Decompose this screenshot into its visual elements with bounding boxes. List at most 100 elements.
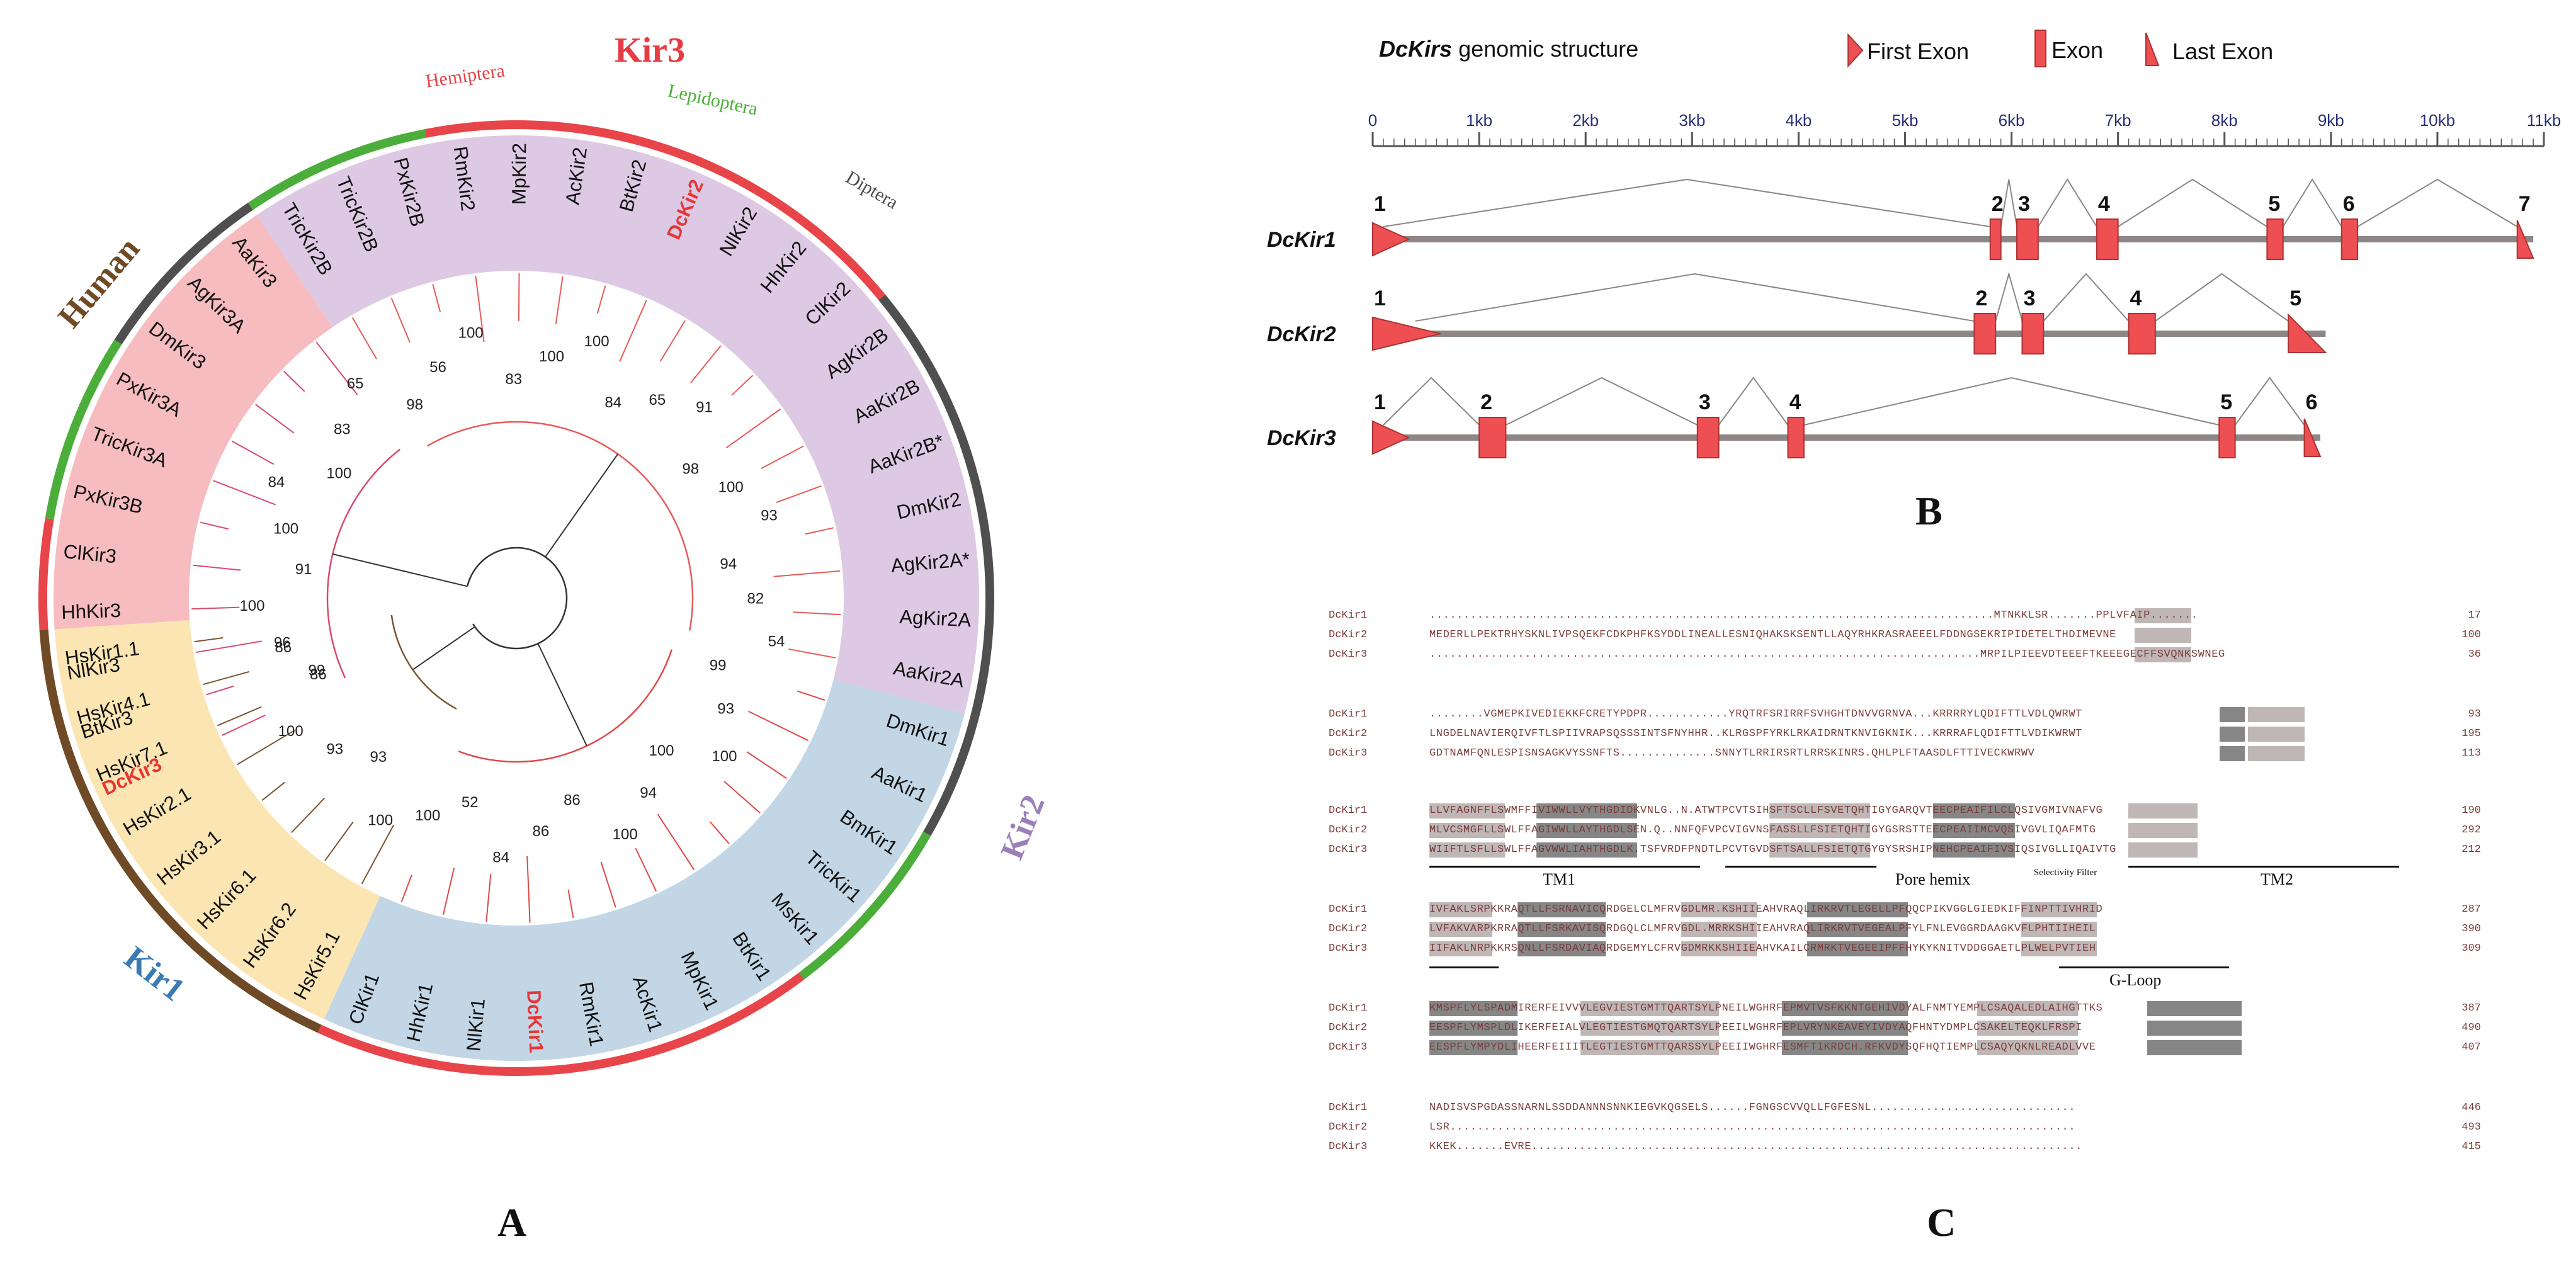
conservation-shading	[1807, 941, 1908, 956]
conservation-shading	[1807, 922, 1908, 937]
sequence-name: DcKir1	[1329, 1002, 1368, 1014]
bootstrap-value: 100	[273, 520, 298, 537]
intron-line	[1383, 178, 1990, 227]
sequence-name: DcKir1	[1329, 805, 1368, 817]
conservation-shading	[2135, 608, 2191, 623]
exon-number: 6	[2306, 390, 2318, 414]
exon-number: 4	[2130, 286, 2142, 310]
tree-branch	[390, 298, 411, 343]
sequence-name: DcKir1	[1329, 903, 1368, 915]
exon	[2128, 313, 2156, 354]
sequence-name: DcKir3	[1329, 1141, 1368, 1153]
scale-label: 10kb	[2420, 111, 2455, 130]
scale-label: 4kb	[1785, 111, 1812, 130]
tree-branch	[793, 611, 841, 616]
sequence-alignment: DcKir1..................................…	[1329, 598, 2550, 1177]
bootstrap-value: 98	[406, 397, 423, 414]
conservation-shading	[1429, 1040, 1518, 1055]
conservation-shading	[1429, 941, 1492, 956]
conservation-shading	[2128, 823, 2198, 838]
tree-internal-arc	[458, 649, 673, 763]
bootstrap-value: 91	[295, 561, 312, 578]
tree-branch	[196, 640, 262, 654]
sequence-name: DcKir2	[1329, 923, 1368, 935]
tree-branch	[200, 521, 229, 530]
conservation-shading	[1518, 902, 1606, 917]
conservation-shading	[1429, 823, 1505, 838]
sequence-name: DcKir1	[1329, 609, 1368, 621]
intron-line	[2118, 178, 2267, 227]
conservation-shading	[1580, 1021, 1719, 1036]
sequence-name: DcKir2	[1329, 824, 1368, 836]
conservation-shading	[1429, 842, 1505, 858]
sequence-name: DcKir3	[1329, 943, 1368, 954]
tree-branch	[657, 813, 695, 871]
conservation-shading	[2135, 647, 2191, 662]
bootstrap-value: 84	[492, 849, 509, 866]
gene-name: DcKir3	[1267, 426, 1336, 450]
conservation-shading	[2220, 746, 2245, 761]
conservation-shading	[2220, 727, 2245, 742]
bootstrap-value: 84	[268, 473, 285, 490]
gloop-label: G-Loop	[2109, 971, 2162, 989]
tree-branch	[475, 275, 485, 343]
leaf-label: NlKir1	[462, 997, 489, 1052]
bootstrap-value: 83	[334, 421, 351, 438]
order-arc-lepidoptera	[798, 831, 931, 980]
scale-label: 0	[1368, 111, 1377, 130]
sequence-residues: IIFAKLNRPKKRSQNLLFSRDAVIAQRDGEMYLCFRVGDM…	[1429, 943, 2096, 954]
panel-label-b: B	[1915, 489, 1943, 533]
bootstrap-value: 100	[458, 324, 484, 341]
tm2-bar	[2128, 866, 2399, 868]
exon-number: 6	[2343, 192, 2355, 216]
sequence-name: DcKir3	[1329, 747, 1368, 759]
exon-number: 1	[1374, 390, 1386, 414]
intron-line	[2282, 178, 2342, 227]
tree-branch	[805, 527, 834, 535]
tm1-bar	[1429, 866, 1700, 868]
tree-branch	[412, 626, 475, 671]
intron-line	[1383, 377, 1480, 426]
tree-branch	[193, 564, 241, 571]
residue-count: 113	[2461, 747, 2481, 759]
tree-branch	[773, 570, 841, 577]
conservation-shading	[1429, 902, 1492, 917]
bootstrap-value: 100	[718, 479, 744, 496]
intron-line	[2043, 273, 2130, 322]
scale-label: 7kb	[2105, 111, 2131, 130]
exon-number: 7	[2519, 192, 2531, 216]
panel-label-c: C	[1927, 1200, 1956, 1245]
order-arc-hemiptera	[424, 120, 886, 300]
order-arc-diptera	[923, 715, 979, 836]
tree-branch	[400, 875, 412, 903]
sequence-name: DcKir2	[1329, 728, 1368, 740]
conservation-shading	[2128, 842, 2198, 858]
sequence-name: DcKir3	[1329, 1041, 1368, 1053]
tree-branch	[194, 637, 224, 643]
last-exon	[2516, 220, 2534, 259]
residue-count: 446	[2461, 1102, 2481, 1114]
sequence-residues: MEDERLLPEKTRHYSKNLIVPSQEKFCDKPHFKSYDDLIN…	[1429, 629, 2116, 641]
bootstrap-value: 65	[649, 392, 666, 409]
sequence-residues: LSR.....................................…	[1429, 1121, 2076, 1133]
sequence-residues: IVFAKLSRPKKRAQTLLFSRNAVICQRDGELCLMFRVGDL…	[1429, 903, 2103, 915]
conservation-shading	[1681, 922, 1757, 937]
bootstrap-value: 100	[326, 465, 351, 482]
conservation-shading	[2147, 1040, 2242, 1055]
last-exon	[2303, 418, 2322, 457]
tree-branch	[221, 715, 266, 736]
residue-count: 17	[2468, 609, 2481, 621]
bootstrap-value: 100	[239, 598, 264, 615]
exon	[2016, 218, 2039, 260]
sequence-residues: LVFAKVARPKRRAQTLLFSRKAVISQRDGQLCLMFRVGDL…	[1429, 923, 2096, 935]
intron-line	[1803, 377, 2220, 426]
conservation-shading	[1681, 902, 1757, 917]
residue-count: 309	[2461, 943, 2481, 954]
legend-first-exon: First Exon	[1847, 33, 1969, 68]
gene-name: DcKir2	[1267, 322, 1336, 346]
exon	[2218, 417, 2236, 458]
residue-count: 93	[2468, 708, 2481, 720]
clade-band-kir2	[256, 135, 980, 714]
conservation-shading	[1933, 823, 2015, 838]
